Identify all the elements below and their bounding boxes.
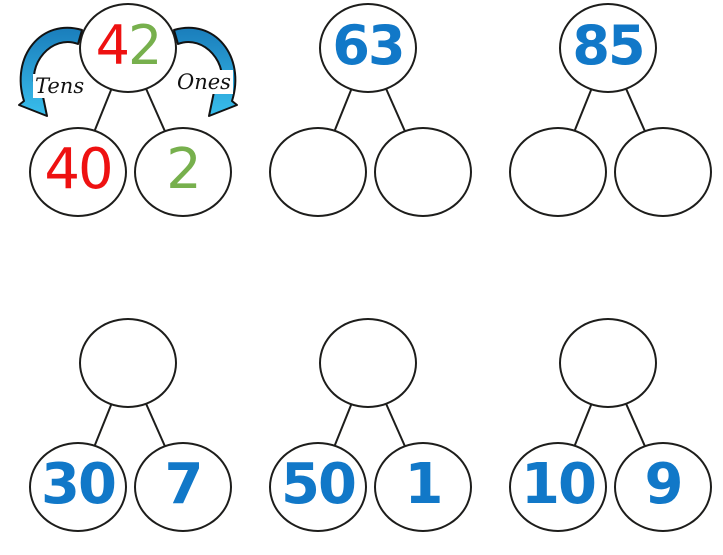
whole-circle-empty[interactable] xyxy=(79,318,177,408)
whole-value: 63 xyxy=(332,14,405,77)
tens-ones-arrows xyxy=(18,26,238,117)
part-left-value: 40 xyxy=(44,137,113,202)
diagram-85: 85 xyxy=(488,0,723,240)
part-left-circle: 40 xyxy=(29,127,127,217)
ones-label: Ones xyxy=(175,70,233,95)
diagram-30-7: 30 7 xyxy=(8,315,248,555)
whole-circle: 63 xyxy=(319,3,417,93)
whole-circle-empty[interactable] xyxy=(559,318,657,408)
part-right-circle: 9 xyxy=(614,442,712,532)
part-right-circle-empty[interactable] xyxy=(614,127,712,217)
part-right-circle: 7 xyxy=(134,442,232,532)
whole-tens-digit: 4 xyxy=(95,14,130,77)
part-right-value: 2 xyxy=(166,137,202,202)
diagram-50-1: 50 1 xyxy=(248,315,488,555)
whole-value: 85 xyxy=(572,14,645,77)
part-left-value: 50 xyxy=(281,452,357,517)
tens-arrow-icon xyxy=(18,26,83,117)
part-right-circle: 2 xyxy=(134,127,232,217)
part-left-value: 10 xyxy=(521,452,597,517)
part-left-circle: 30 xyxy=(29,442,127,532)
part-left-value: 30 xyxy=(41,452,117,517)
part-left-circle-empty[interactable] xyxy=(269,127,367,217)
part-left-circle: 10 xyxy=(509,442,607,532)
tens-label: Tens xyxy=(33,74,87,99)
part-right-circle-empty[interactable] xyxy=(374,127,472,217)
whole-ones-digit: 2 xyxy=(128,14,162,77)
part-right-value: 9 xyxy=(644,452,684,517)
part-left-circle: 50 xyxy=(269,442,367,532)
part-left-circle-empty[interactable] xyxy=(509,127,607,217)
part-right-value: 7 xyxy=(164,452,204,517)
diagram-63: 63 xyxy=(248,0,488,240)
whole-circle-empty[interactable] xyxy=(319,318,417,408)
part-right-value: 1 xyxy=(404,452,444,517)
part-right-circle: 1 xyxy=(374,442,472,532)
whole-circle: 85 xyxy=(559,3,657,93)
diagram-10-9: 10 9 xyxy=(488,315,723,555)
